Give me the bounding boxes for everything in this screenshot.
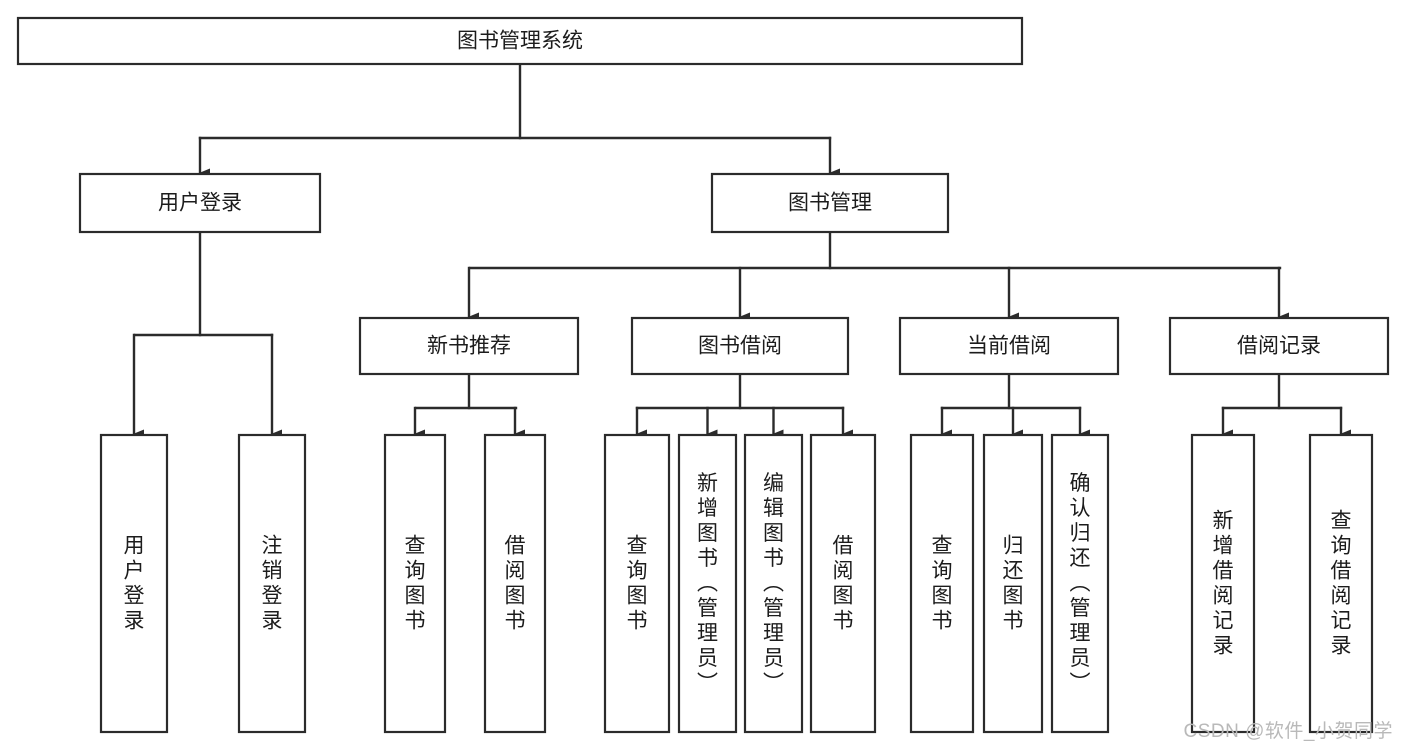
leaf-node-leaf-user-logout-label: 注销登录 [262,535,283,633]
leaf-node-leaf-cur-return-book[interactable]: 归还图书 [982,433,1044,734]
node-book-borrow-rect[interactable] [630,316,850,376]
node-current-borrow-label: 当前借阅 [967,335,1051,358]
leaf-node-leaf-borrow-edit-book-rect[interactable] [743,433,804,734]
leaf-node-leaf-borrow-add-book-rect[interactable] [677,433,738,734]
node-user-login-label: 用户登录 [158,192,242,215]
leaf-node-leaf-borrow-lend-book-label: 借阅图书 [833,535,854,633]
node-borrow-record-rect[interactable] [1168,316,1390,376]
leaf-node-leaf-borrow-lend-book[interactable]: 借阅图书 [809,433,877,734]
leaf-node-leaf-borrow-query-book-label: 查询图书 [627,535,648,633]
leaf-node-leaf-borrow-query-book-rect[interactable] [603,433,671,734]
leaf-node-leaf-cur-return-book-label: 归还图书 [1003,535,1024,633]
node-book-manage[interactable]: 图书管理 [710,172,950,234]
boxes-layer: 图书管理系统用户登录图书管理新书推荐图书借阅当前借阅借阅记录用户登录注销登录查询… [16,16,1390,734]
leaf-node-leaf-rec-query-record[interactable]: 查询借阅记录 [1308,433,1374,734]
leaf-node-leaf-rec-query-record-label: 查询借阅记录 [1331,510,1352,658]
leaf-node-leaf-borrow-add-book-label: 新增图书︵管理员︶ [697,472,718,695]
leaf-node-leaf-cur-confirm-return[interactable]: 确认归还︵管理员︶ [1050,433,1110,734]
leaf-node-leaf-cur-query-book-label: 查询图书 [932,535,953,633]
root-node-book-system[interactable]: 图书管理系统 [16,16,1024,66]
root-node-book-system-rect[interactable] [16,16,1024,66]
watermark-label: CSDN @软件_小贺同学 [1183,721,1393,742]
leaf-node-leaf-cur-return-book-rect[interactable] [982,433,1044,734]
leaf-node-leaf-borrow-edit-book-label: 编辑图书︵管理员︶ [763,472,784,695]
node-user-login-rect[interactable] [78,172,322,234]
leaf-node-leaf-user-login-label: 用户登录 [124,535,145,633]
node-book-manage-label: 图书管理 [788,192,872,215]
leaf-node-leaf-rec-add-record-rect[interactable] [1190,433,1256,734]
leaf-node-leaf-user-logout[interactable]: 注销登录 [237,433,307,734]
node-current-borrow[interactable]: 当前借阅 [898,316,1120,376]
leaf-node-leaf-borrow-lend-book-rect[interactable] [809,433,877,734]
leaf-node-leaf-rec-query-book-rect[interactable] [383,433,447,734]
node-user-login[interactable]: 用户登录 [78,172,322,234]
leaf-node-leaf-rec-borrow-book-rect[interactable] [483,433,547,734]
leaf-node-leaf-cur-query-book[interactable]: 查询图书 [909,433,975,734]
connectors-layer [132,62,1351,439]
leaf-node-leaf-cur-confirm-return-label: 确认归还︵管理员︶ [1070,472,1091,695]
node-new-book-rec-label: 新书推荐 [427,335,511,358]
leaf-node-leaf-rec-borrow-book[interactable]: 借阅图书 [483,433,547,734]
leaf-node-leaf-rec-add-record[interactable]: 新增借阅记录 [1190,433,1256,734]
leaf-node-leaf-cur-query-book-rect[interactable] [909,433,975,734]
leaf-node-leaf-borrow-query-book[interactable]: 查询图书 [603,433,671,734]
node-new-book-rec-rect[interactable] [358,316,580,376]
node-book-manage-rect[interactable] [710,172,950,234]
leaf-node-leaf-user-logout-rect[interactable] [237,433,307,734]
leaf-node-leaf-rec-add-record-label: 新增借阅记录 [1213,510,1234,658]
node-book-borrow-label: 图书借阅 [698,335,782,358]
node-new-book-rec[interactable]: 新书推荐 [358,316,580,376]
leaf-node-leaf-borrow-add-book[interactable]: 新增图书︵管理员︶ [677,433,738,734]
leaf-node-leaf-rec-borrow-book-label: 借阅图书 [505,535,526,633]
leaf-node-leaf-rec-query-record-rect[interactable] [1308,433,1374,734]
node-book-borrow[interactable]: 图书借阅 [630,316,850,376]
leaf-node-leaf-borrow-edit-book[interactable]: 编辑图书︵管理员︶ [743,433,804,734]
leaf-node-leaf-rec-query-book-label: 查询图书 [405,535,426,633]
leaf-node-leaf-user-login[interactable]: 用户登录 [99,433,169,734]
node-current-borrow-rect[interactable] [898,316,1120,376]
leaf-node-leaf-cur-confirm-return-rect[interactable] [1050,433,1110,734]
root-node-book-system-label: 图书管理系统 [457,30,583,53]
leaf-node-leaf-rec-query-book[interactable]: 查询图书 [383,433,447,734]
node-borrow-record-label: 借阅记录 [1237,335,1321,358]
node-borrow-record[interactable]: 借阅记录 [1168,316,1390,376]
leaf-node-leaf-user-login-rect[interactable] [99,433,169,734]
